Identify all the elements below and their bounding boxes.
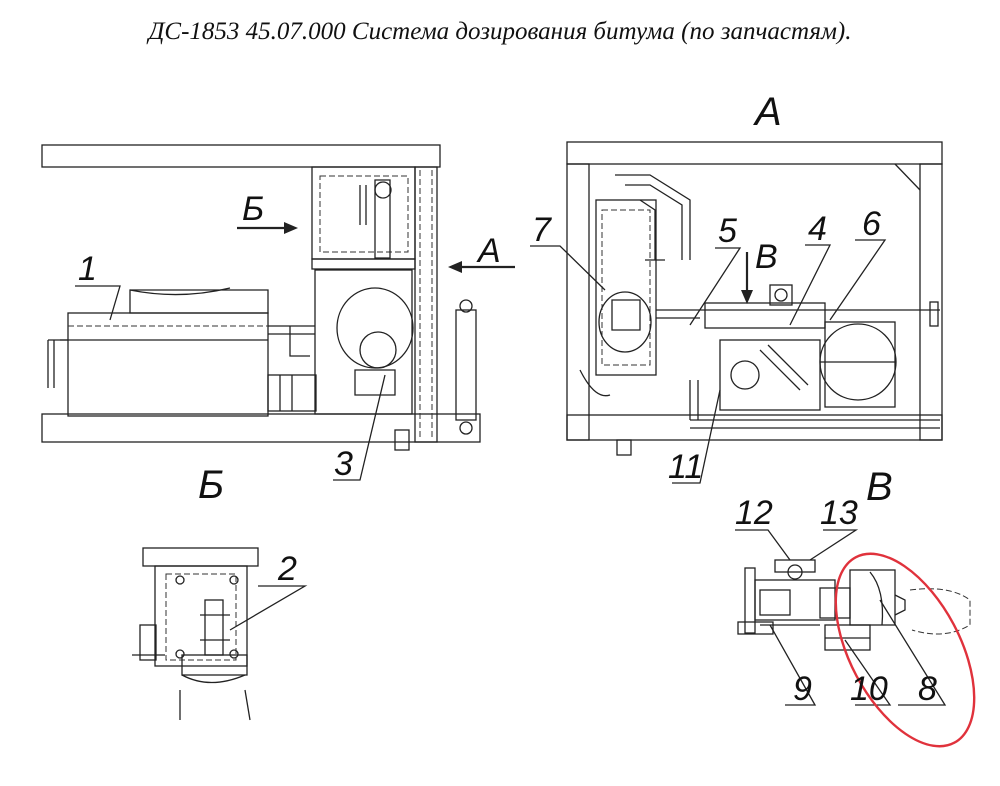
- callout-7: 7: [532, 211, 552, 249]
- callout-2: 2: [277, 550, 297, 588]
- view-header-b: Б: [198, 463, 224, 507]
- callout-4: 4: [808, 210, 827, 248]
- callout-1: 1: [78, 250, 97, 288]
- view-b: [132, 547, 259, 721]
- drawing-title: ДС-1853 45.07.000 Система дозирования би…: [148, 18, 852, 45]
- left-main-view: [41, 144, 515, 451]
- arrow-label-a: А: [476, 232, 501, 270]
- highlight-ellipse: [834, 552, 976, 748]
- right-main-view: [566, 141, 943, 456]
- view-header-v: В: [866, 465, 893, 509]
- callout-12: 12: [735, 494, 773, 532]
- callout-8: 8: [918, 670, 937, 708]
- arrow-label-v: В: [755, 238, 778, 276]
- arrow-label-b: Б: [242, 190, 264, 228]
- callout-11: 11: [668, 448, 703, 486]
- callout-leaders: [75, 239, 947, 706]
- callout-9: 9: [793, 670, 812, 708]
- view-header-a: А: [753, 90, 782, 134]
- callout-10: 10: [850, 670, 888, 708]
- callout-3: 3: [334, 445, 353, 483]
- callout-5: 5: [718, 212, 737, 250]
- view-v: [737, 559, 971, 651]
- callout-13: 13: [820, 494, 858, 532]
- callout-6: 6: [862, 205, 881, 243]
